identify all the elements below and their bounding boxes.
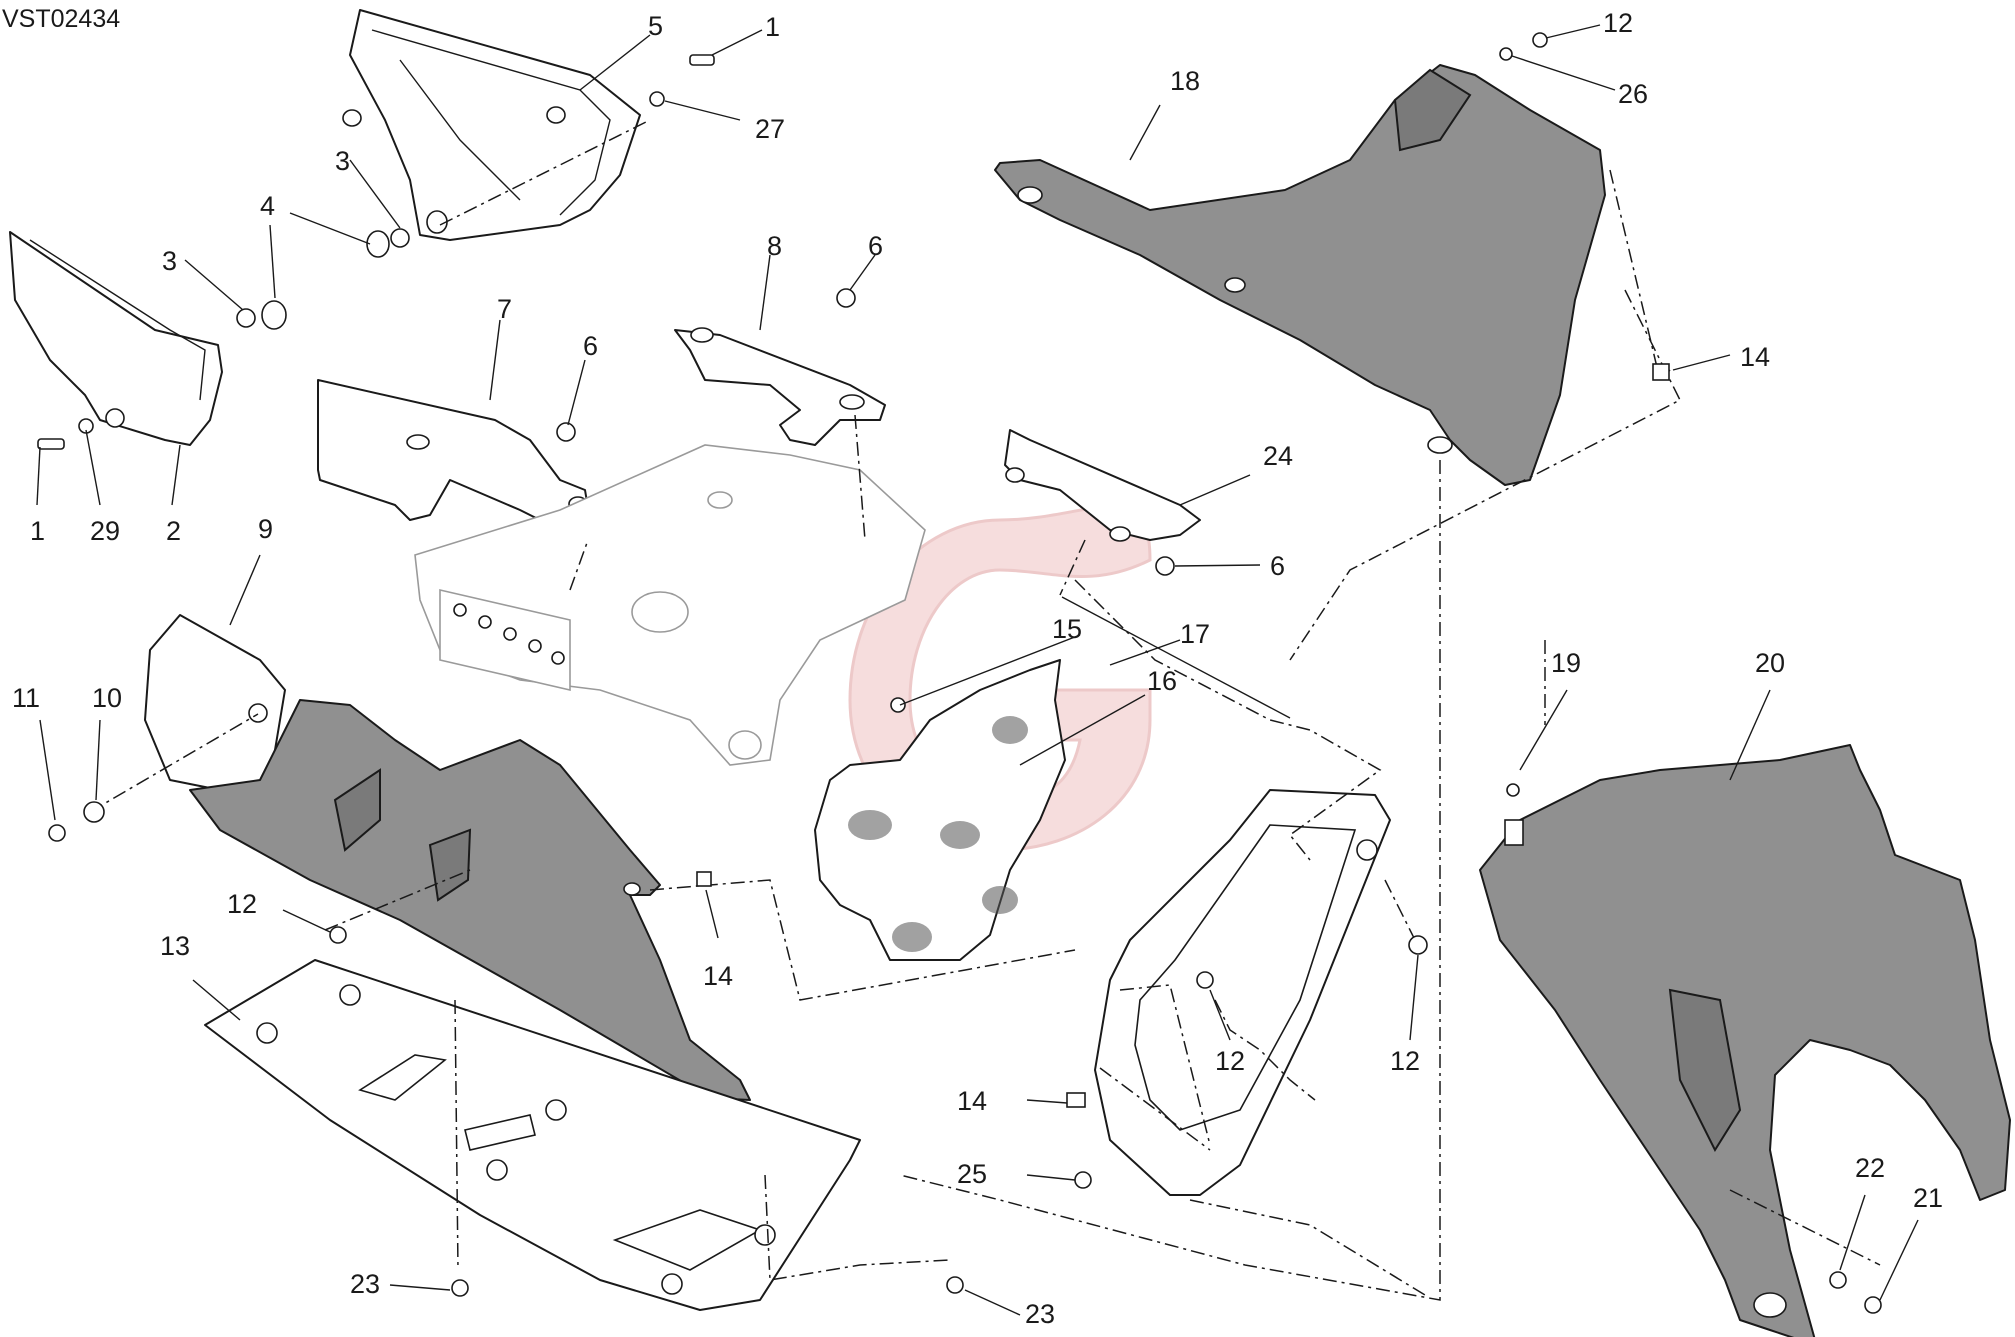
- part-bracket-24: [1004, 429, 1201, 542]
- callout-label: 6: [868, 231, 883, 261]
- callout-label: 19: [1551, 648, 1581, 678]
- callout-label: 20: [1755, 648, 1785, 678]
- callout-label: 23: [1025, 1299, 1055, 1329]
- subframe: [414, 444, 926, 766]
- callout-label: 13: [160, 931, 190, 961]
- callout-label: 17: [1180, 619, 1210, 649]
- callout-label: 11: [12, 683, 40, 713]
- part-side-panel-15: [1094, 789, 1391, 1196]
- callout-label: 1: [765, 12, 780, 42]
- callout-label: 29: [90, 516, 120, 546]
- callout-label: 26: [1618, 79, 1648, 109]
- callout-label: 7: [497, 294, 512, 324]
- callout-label: 3: [335, 146, 350, 176]
- callout-label: 21: [1913, 1183, 1943, 1213]
- part-side-panel-2: [9, 231, 223, 446]
- leader-lines: [36, 24, 1919, 1316]
- callout-label: 5: [648, 11, 663, 41]
- callout-label: 14: [957, 1086, 987, 1116]
- callout-label: 4: [260, 191, 275, 221]
- part-seal-strip-17: [1061, 596, 1291, 719]
- callout-label: 15: [1052, 614, 1082, 644]
- callout-label: 25: [957, 1159, 987, 1189]
- part-belly-fairing-9: [144, 614, 751, 1101]
- callout-label: 12: [1603, 8, 1633, 38]
- callout-label: 3: [162, 246, 177, 276]
- callout-label: 22: [1855, 1153, 1885, 1183]
- callout-label: 23: [350, 1269, 380, 1299]
- callout-label: 12: [227, 889, 257, 919]
- part-skid-plate-13: [204, 959, 861, 1311]
- callout-label: 8: [767, 231, 782, 261]
- part-upper-fairing-18: [994, 64, 1606, 486]
- part-heat-shield-7: [317, 379, 591, 531]
- callout-label: 6: [1270, 551, 1285, 581]
- callout-label: 14: [703, 961, 733, 991]
- part-upper-bracket-5: [342, 9, 641, 241]
- callout-label: 14: [1740, 342, 1770, 372]
- callout-label: 27: [755, 114, 785, 144]
- callout-label: 12: [1215, 1046, 1245, 1076]
- callout-label: 1: [30, 516, 45, 546]
- drawing-code: VST02434: [2, 5, 120, 33]
- callout-label: 2: [166, 516, 181, 546]
- part-bracket-8: [674, 327, 886, 446]
- callout-label: 6: [583, 331, 598, 361]
- callout-label: 10: [92, 683, 122, 713]
- callout-labels: 1 27 5 3 4 3 4 1 29 2 7 6 8 6 9 11 10 12…: [12, 8, 1943, 1329]
- callout-label: 9: [258, 514, 273, 544]
- callout-label: 16: [1147, 666, 1177, 696]
- part-inner-panel-16: [814, 659, 1066, 961]
- fasteners: [37, 32, 1882, 1314]
- callout-label: 18: [1170, 66, 1200, 96]
- part-nose-fairing-20: [1479, 744, 2011, 1337]
- callout-label: 24: [1263, 441, 1293, 471]
- callout-label: 12: [1390, 1046, 1420, 1076]
